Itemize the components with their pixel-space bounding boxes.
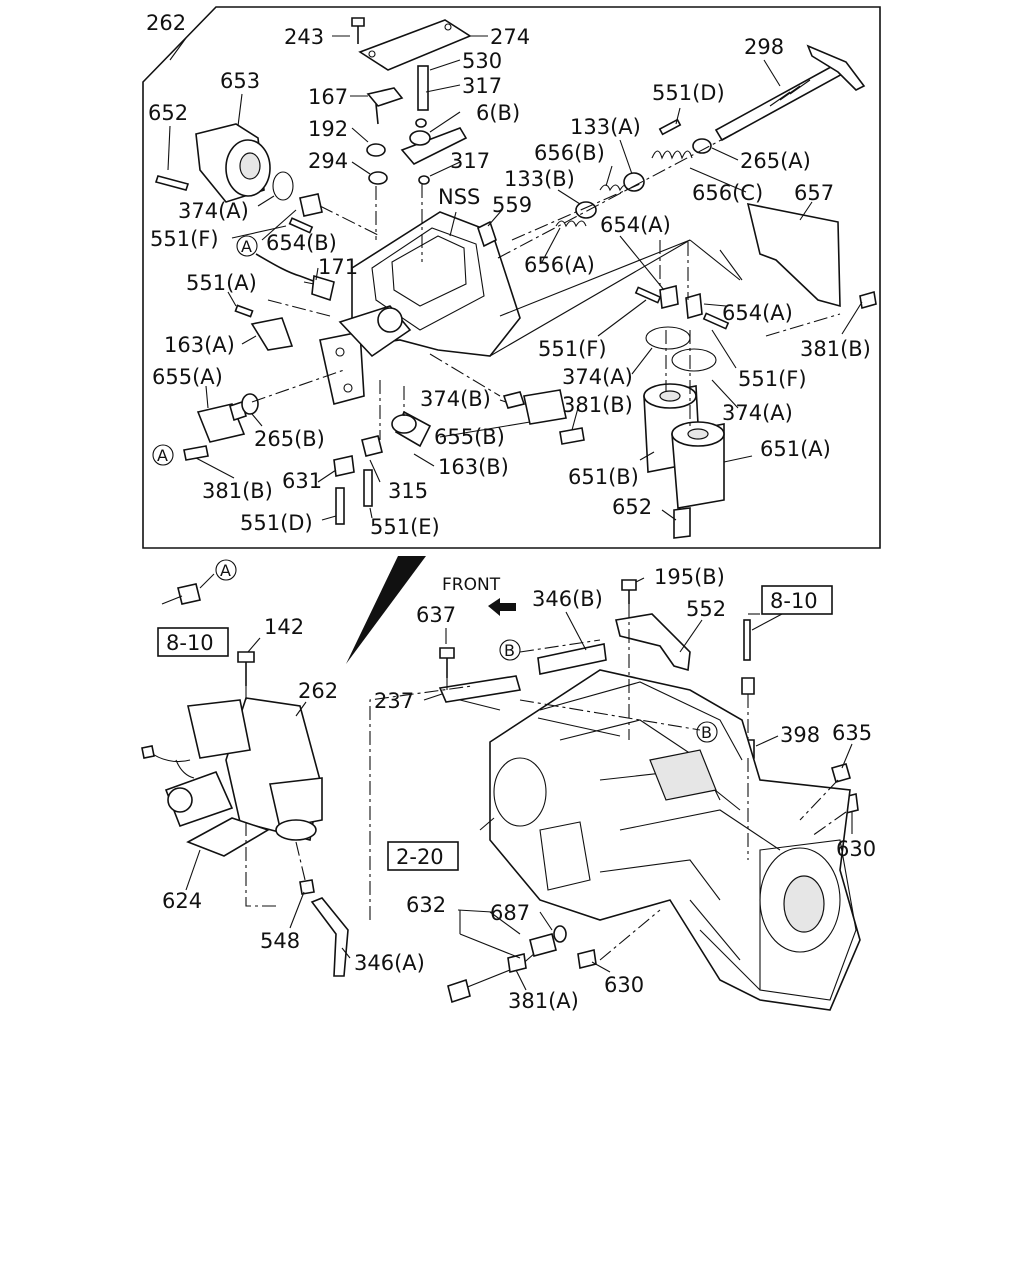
callout-nss: NSS: [438, 185, 480, 209]
callout-274: 274: [490, 25, 530, 49]
callout-653: 653: [220, 69, 260, 93]
marker-a-2: A: [157, 446, 168, 465]
callout-530: 530: [462, 49, 502, 73]
callout-265b: 265(B): [254, 427, 325, 451]
ref-2-20-label: 2-20: [396, 845, 444, 869]
callout-317-b: 317: [450, 149, 490, 173]
callout-551f-3: 551(F): [738, 367, 807, 391]
callout-133a: 133(A): [570, 115, 641, 139]
callout-655a: 655(A): [152, 365, 223, 389]
callout-374a-3: 374(A): [722, 401, 793, 425]
callout-657: 657: [794, 181, 834, 205]
callout-551d-2: 551(D): [652, 81, 725, 105]
callout-381b-1: 381(B): [202, 479, 273, 503]
callout-551f-2: 551(F): [538, 337, 607, 361]
callout-167: 167: [308, 85, 348, 109]
marker-a-circle-1: [236, 235, 258, 257]
callout-654a-1: 654(A): [600, 213, 671, 237]
callout-317-a: 317: [462, 74, 502, 98]
callout-346b: 346(B): [532, 587, 603, 611]
front-arrow: [488, 598, 516, 616]
callout-637: 637: [416, 603, 456, 627]
callout-374a-2: 374(A): [562, 365, 633, 389]
marker-b-2: B: [701, 723, 712, 742]
upper-frame: [142, 6, 881, 549]
circled-markers: A A A B B: [152, 235, 718, 743]
callout-654a-2: 654(A): [722, 301, 793, 325]
callout-656b: 656(B): [534, 141, 605, 165]
callout-374a-1: 374(A): [178, 199, 249, 223]
callout-163a: 163(A): [164, 333, 235, 357]
reference-boxes: 8-10 8-10 2-20: [157, 585, 833, 871]
upper-callouts: 262 243 274 530 317 167 6(B) 192 294 317…: [146, 11, 871, 539]
callout-237: 237: [374, 689, 414, 713]
ref-8-10-right-label: 8-10: [770, 589, 818, 613]
callout-171: 171: [318, 255, 358, 279]
callout-652-b: 652: [612, 495, 652, 519]
callout-374b: 374(B): [420, 387, 491, 411]
callout-195b: 195(B): [654, 565, 725, 589]
lower-assembly-lines: [245, 604, 847, 961]
marker-a-circle-2: [152, 444, 174, 466]
callout-381a: 381(A): [508, 989, 579, 1013]
callout-346a: 346(A): [354, 951, 425, 975]
callout-631: 631: [282, 469, 322, 493]
callout-551a: 551(A): [186, 271, 257, 295]
callout-142: 142: [264, 615, 304, 639]
callout-298: 298: [744, 35, 784, 59]
lower-callouts: 142 262 624 548 346(A) 637 237 346(B) 19…: [162, 565, 876, 1013]
callout-548: 548: [260, 929, 300, 953]
callout-652-a: 652: [148, 101, 188, 125]
ref-box-2-20: [387, 841, 459, 871]
lower-leader-lines: [185, 577, 853, 991]
upper-leader-lines: [167, 35, 863, 521]
marker-b-circle-1: [499, 639, 521, 661]
callout-381b-3: 381(B): [800, 337, 871, 361]
callout-630-a: 630: [836, 837, 876, 861]
ref-box-8-10-left: [157, 627, 229, 657]
callout-651b: 651(B): [568, 465, 639, 489]
callout-656c: 656(C): [692, 181, 763, 205]
ref-box-8-10-right: [761, 585, 833, 615]
callout-163b: 163(B): [438, 455, 509, 479]
callout-687: 687: [490, 901, 530, 925]
callout-294: 294: [308, 149, 348, 173]
lower-view-parts: [141, 573, 861, 1011]
upper-assembly-lines: [251, 129, 841, 440]
callout-552: 552: [686, 597, 726, 621]
upper-assembly-parts: [154, 17, 877, 539]
front-label: FRONT: [442, 575, 501, 595]
callout-6b: 6(B): [476, 101, 520, 125]
callout-398: 398: [780, 723, 820, 747]
callout-243: 243: [284, 25, 324, 49]
marker-a-circle-3: [215, 559, 237, 581]
callout-133b: 133(B): [504, 167, 575, 191]
pointer-wedge: [346, 556, 426, 664]
marker-b-1: B: [504, 641, 515, 660]
marker-b-circle-2: [696, 721, 718, 743]
callout-559: 559: [492, 193, 532, 217]
marker-a-3: A: [220, 561, 231, 580]
callout-265a: 265(A): [740, 149, 811, 173]
callout-315: 315: [388, 479, 428, 503]
marker-a-1: A: [241, 237, 252, 256]
callout-651a: 651(A): [760, 437, 831, 461]
callout-551f-1: 551(F): [150, 227, 219, 251]
callout-630-b: 630: [604, 973, 644, 997]
ref-8-10-left-label: 8-10: [166, 631, 214, 655]
callout-551d-1: 551(D): [240, 511, 313, 535]
callout-192: 192: [308, 117, 348, 141]
callout-262-top: 262: [146, 11, 186, 35]
callout-262-bottom: 262: [298, 679, 338, 703]
callout-381b-2: 381(B): [562, 393, 633, 417]
callout-656a: 656(A): [524, 253, 595, 277]
callout-655b: 655(B): [434, 425, 505, 449]
callout-654b: 654(B): [266, 231, 337, 255]
callout-551e: 551(E): [370, 515, 440, 539]
callout-635: 635: [832, 721, 872, 745]
callout-632: 632: [406, 893, 446, 917]
callout-624: 624: [162, 889, 202, 913]
